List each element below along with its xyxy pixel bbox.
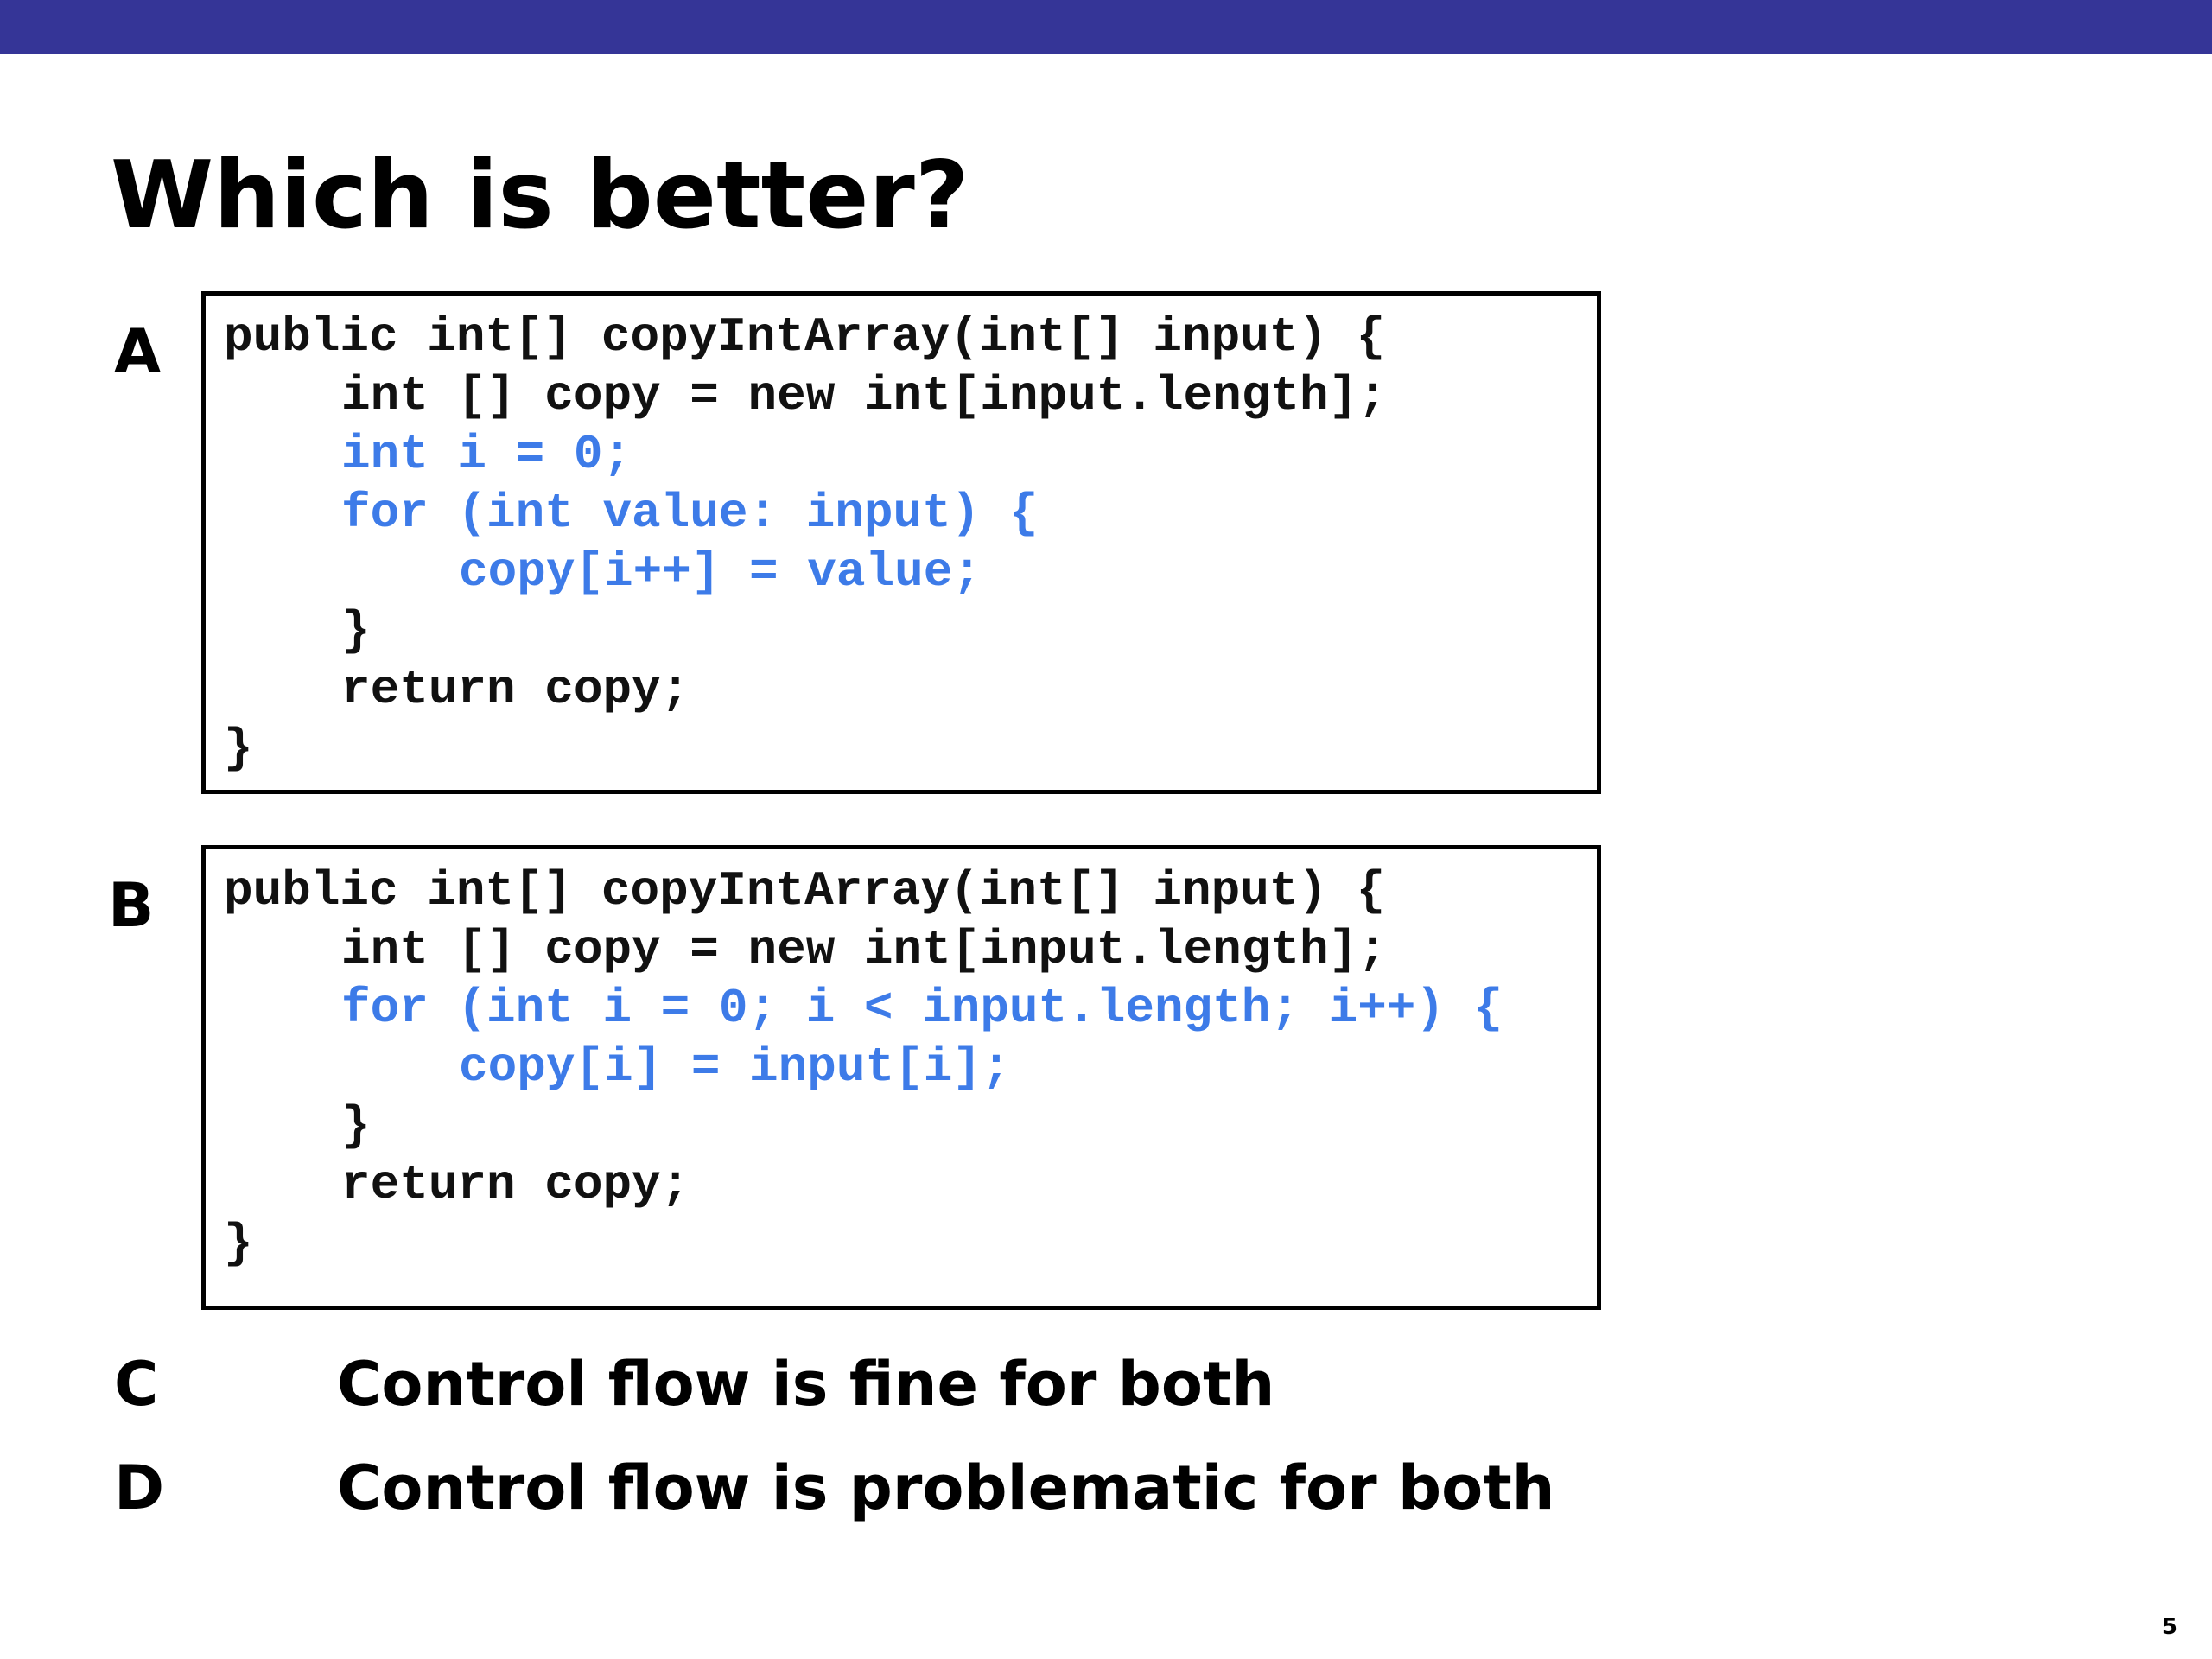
code-line: public int[] copyIntArray(int[] input) { — [224, 863, 1386, 918]
code-line: } — [224, 1216, 253, 1271]
code-box-a: public int[] copyIntArray(int[] input) {… — [201, 291, 1601, 794]
code-line: copy[i] = input[i]; — [459, 1039, 1011, 1095]
code-line: copy[i++] = value; — [459, 544, 982, 600]
code-line: return copy; — [341, 1157, 690, 1212]
code-line: int i = 0; — [341, 427, 632, 482]
option-d-text: Control flow is problematic for both — [337, 1452, 1555, 1523]
code-line: for (int i = 0; i < input.length; i++) { — [341, 981, 1503, 1036]
option-d-label: D — [114, 1452, 165, 1523]
option-c-label: C — [114, 1349, 159, 1420]
top-bar — [0, 0, 2212, 54]
code-line: public int[] copyIntArray(int[] input) { — [224, 309, 1386, 365]
option-b-label: B — [108, 870, 155, 941]
option-a-label: A — [114, 316, 162, 387]
code-line: return copy; — [341, 662, 690, 717]
code-lines-a: public int[] copyIntArray(int[] input) {… — [224, 308, 1387, 778]
page-number: 5 — [2161, 1614, 2177, 1640]
option-c-text: Control flow is fine for both — [337, 1349, 1275, 1420]
code-line: } — [224, 721, 253, 776]
slide-title: Which is better? — [111, 142, 969, 250]
code-line: } — [341, 1098, 371, 1154]
code-line: for (int value: input) { — [341, 486, 1039, 541]
code-line: } — [341, 603, 371, 658]
code-box-b: public int[] copyIntArray(int[] input) {… — [201, 845, 1601, 1310]
code-line: int [] copy = new int[input.length]; — [341, 368, 1387, 423]
code-lines-b: public int[] copyIntArray(int[] input) {… — [224, 861, 1503, 1273]
code-line: int [] copy = new int[input.length]; — [341, 922, 1387, 977]
